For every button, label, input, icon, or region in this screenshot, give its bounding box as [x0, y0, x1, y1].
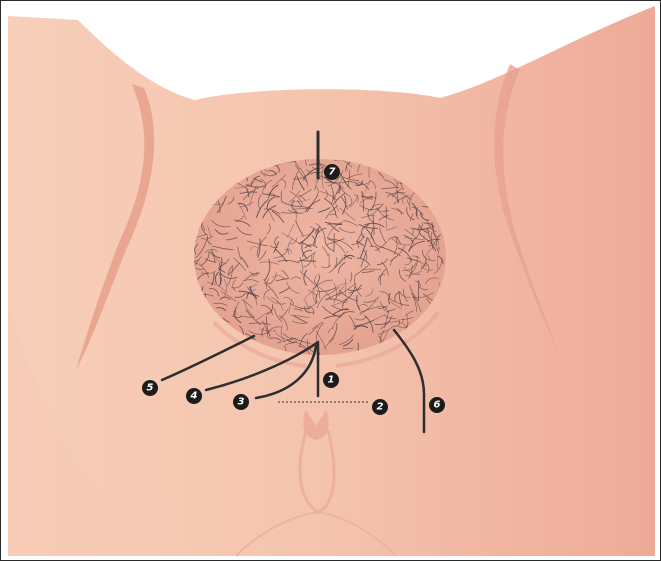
svg-text:3: 3: [238, 397, 245, 408]
svg-text:5: 5: [147, 383, 154, 394]
svg-text:2: 2: [377, 402, 384, 413]
svg-text:7: 7: [329, 167, 336, 178]
marker-1: 1: [323, 372, 339, 388]
marker-5: 5: [142, 380, 158, 396]
svg-text:4: 4: [190, 391, 198, 402]
pubic-mound: [194, 159, 446, 355]
marker-7: 7: [324, 164, 340, 180]
marker-2: 2: [372, 399, 388, 415]
marker-3: 3: [233, 394, 249, 410]
marker-6: 6: [429, 397, 445, 413]
svg-text:6: 6: [434, 400, 441, 411]
svg-text:1: 1: [328, 375, 335, 386]
marker-4: 4: [186, 388, 202, 404]
